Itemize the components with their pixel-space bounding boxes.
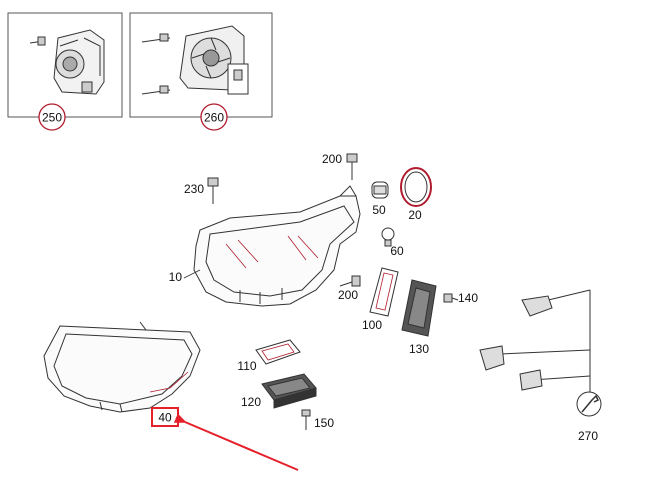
callout-circle-260 — [200, 103, 228, 131]
led-module-icon — [401, 279, 437, 337]
callout-label-140: 140 — [458, 291, 478, 305]
screw-icon — [346, 153, 358, 180]
callout-label-230: 230 — [184, 182, 204, 196]
screw-icon — [301, 409, 311, 430]
callout-label-200-top: 200 — [322, 152, 342, 166]
screw-icon — [443, 293, 459, 303]
gasket-icon — [255, 339, 301, 365]
wrench-icon — [576, 391, 602, 417]
callout-circle-250 — [38, 103, 66, 131]
callout-label-50: 50 — [372, 203, 386, 217]
inset-box-260: 260 — [129, 12, 273, 131]
callout-label-150: 150 — [314, 416, 334, 430]
lens-cover-drawing — [43, 321, 201, 413]
callout-label-200-lower: 200 — [338, 288, 358, 302]
screw-icon — [29, 36, 46, 46]
callout-label-120: 120 — [241, 395, 261, 409]
leader-line — [183, 269, 201, 279]
headlamp-housing-drawing — [193, 185, 361, 307]
callout-label-40: 40 — [158, 411, 172, 425]
gasket-icon — [369, 267, 399, 317]
callout-label-110: 110 — [237, 359, 256, 373]
pointer-arrow — [173, 413, 299, 471]
callout-label-100: 100 — [362, 318, 382, 332]
small-bulb-icon — [381, 227, 395, 247]
callout-label-10: 10 — [169, 270, 183, 284]
inset-box-250: 250 — [7, 12, 123, 131]
seal-ring-icon — [400, 167, 432, 207]
cooling-fan-icon — [179, 25, 249, 95]
leveling-motor-icon — [53, 29, 105, 95]
screw-icon — [207, 177, 219, 204]
screw-icon — [339, 275, 361, 287]
bulb-icon — [371, 181, 389, 199]
callout-label-20: 20 — [408, 208, 422, 222]
callout-label-130: 130 — [409, 342, 429, 356]
repair-kit-tree — [479, 289, 591, 392]
callout-label-250: 250 — [42, 111, 62, 125]
callout-label-260: 260 — [204, 111, 224, 125]
screw-icon — [141, 33, 171, 95]
callout-label-270: 270 — [578, 429, 598, 443]
control-unit-icon — [261, 373, 317, 409]
callout-label-60: 60 — [390, 244, 404, 258]
